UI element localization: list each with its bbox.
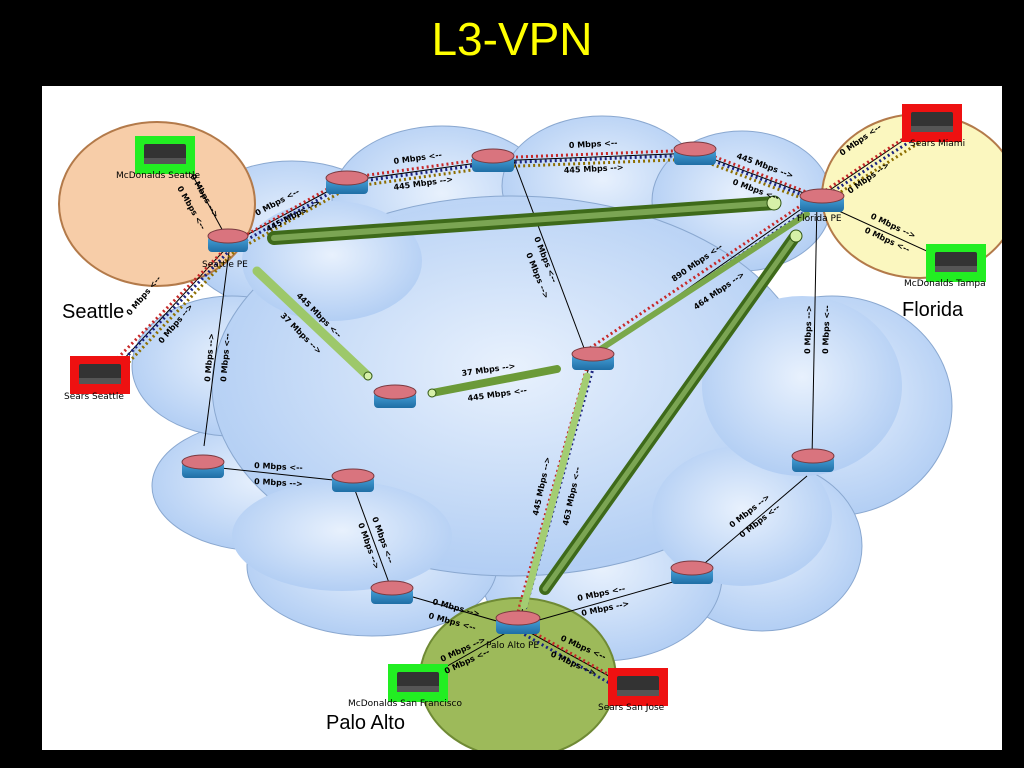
site-sears-seattle[interactable]: Sears Seattle <box>64 356 130 402</box>
router-core-center[interactable] <box>571 346 615 370</box>
router-florida-pe[interactable]: Florida PE <box>797 188 845 224</box>
region-label-florida: Florida <box>902 299 964 321</box>
seattle-region <box>58 121 256 287</box>
link-label: 0 Mbps --> <box>203 333 216 382</box>
region-label-palo-alto: Palo Alto <box>326 712 405 734</box>
link-label: 445 Mbps --> <box>564 163 624 175</box>
tunnels <box>252 195 810 610</box>
router-core-bottom-left[interactable] <box>370 580 414 604</box>
site-sears-miami[interactable]: Sears Miami <box>902 104 965 149</box>
router-core-right[interactable] <box>791 448 835 472</box>
link-label: 0 Mbps <-- <box>254 461 303 473</box>
site-label: Sears Miami <box>910 139 965 149</box>
router-seattle-pe[interactable]: Seattle PE <box>202 228 249 270</box>
site-label: McDonalds San Francisco <box>348 699 462 709</box>
site-label: McDonalds Tampa <box>904 279 986 289</box>
site-mcdonalds-tampa[interactable]: McDonalds Tampa <box>904 244 986 289</box>
site-mcdonalds-san-francisco[interactable]: McDonalds San Francisco <box>348 664 462 709</box>
region-label-seattle: Seattle <box>62 301 124 323</box>
router-label: Seattle PE <box>202 260 248 270</box>
router-core-left[interactable] <box>181 454 225 478</box>
router-core-top-right[interactable] <box>673 141 717 165</box>
site-label: McDonalds Seattle <box>116 171 200 181</box>
site-mcdonalds-seattle[interactable]: McDonalds Seattle <box>116 136 200 181</box>
link-label: 0 Mbps <-- <box>821 305 832 354</box>
router-core-left-mid[interactable] <box>331 468 375 492</box>
router-core-top-left[interactable] <box>325 170 369 194</box>
site-label: Sears Seattle <box>64 392 124 402</box>
network-diagram: Seattle PE Florida PE Palo Alto <box>42 86 1019 759</box>
router-palo-alto-pe[interactable]: Palo Alto PE <box>486 610 541 651</box>
router-core-bottom-right[interactable] <box>670 560 714 584</box>
router-core-mid-left[interactable] <box>373 384 417 408</box>
router-core-top-mid[interactable] <box>471 148 515 172</box>
router-label: Florida PE <box>797 214 842 224</box>
link-label: 0 Mbps <-- <box>219 333 232 382</box>
link-label: 0 Mbps --> <box>254 477 303 489</box>
site-sears-san-jose[interactable]: Sears San Jose <box>598 668 668 713</box>
router-label: Palo Alto PE <box>486 641 539 651</box>
page-title: L3-VPN <box>431 13 593 65</box>
provider-cloud <box>131 115 953 662</box>
link-label: 0 Mbps <-- <box>569 138 618 150</box>
site-label: Sears San Jose <box>598 703 665 713</box>
link-label: 0 Mbps --> <box>803 305 814 354</box>
